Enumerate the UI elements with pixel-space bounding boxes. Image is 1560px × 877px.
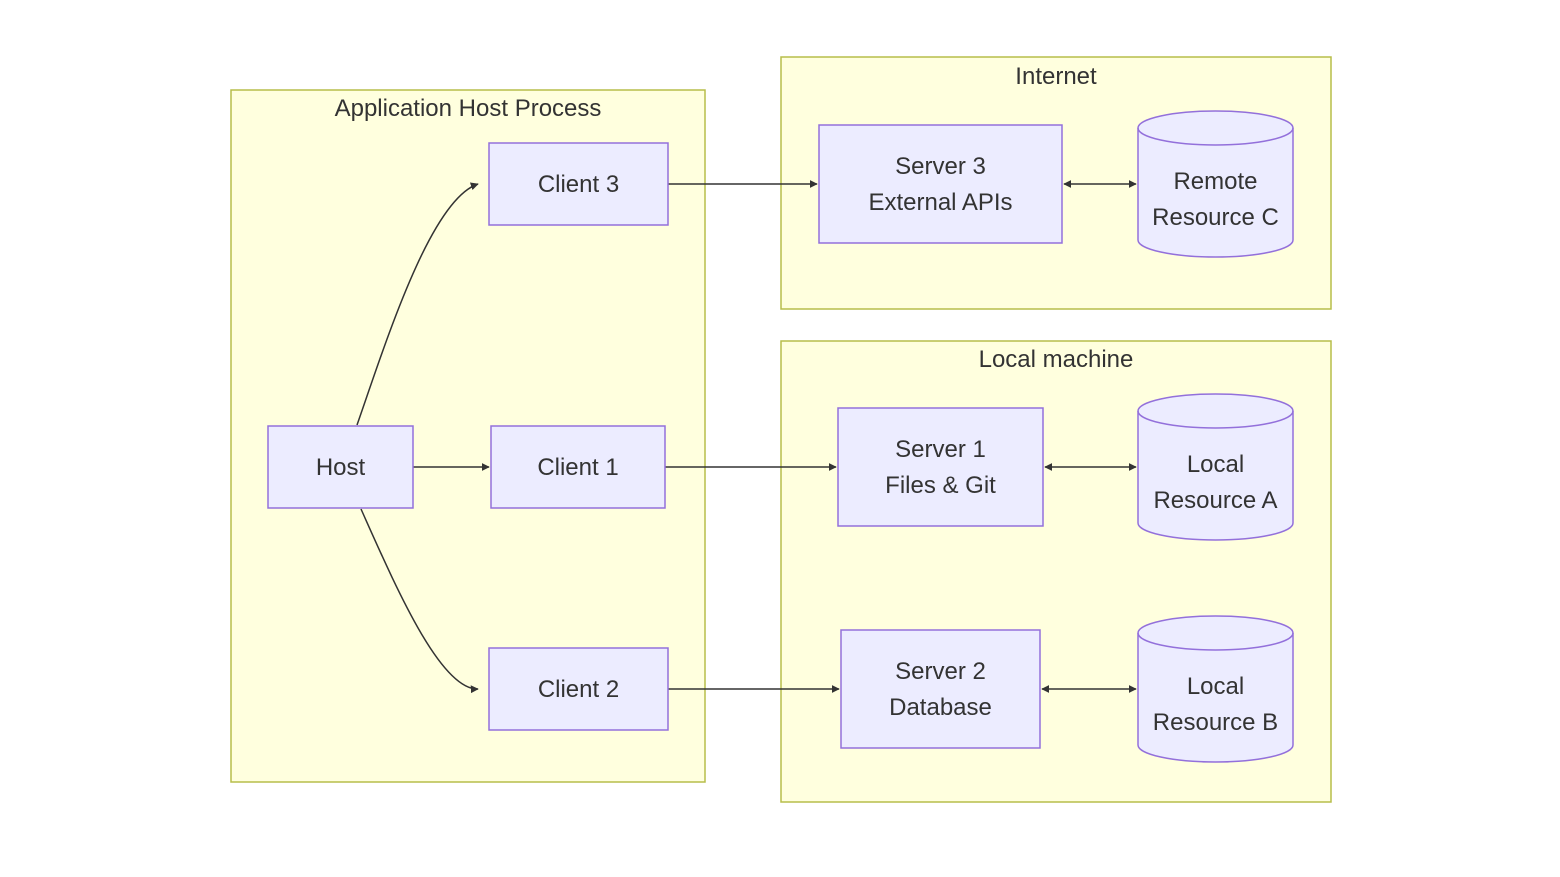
edges <box>356 180 1137 694</box>
node-local-resource-b: Local Resource B <box>1137 615 1294 763</box>
database-icon-rim <box>1137 127 1294 146</box>
node-client-2: Client 2 <box>488 647 669 731</box>
node-client-2-label: Client 2 <box>538 676 619 703</box>
node-local-resource-b-line-2: Resource B <box>1153 709 1278 736</box>
node-server-3: Server 3 External APIs <box>818 124 1063 244</box>
node-client-3-label: Client 3 <box>538 171 619 198</box>
database-icon <box>1137 110 1294 258</box>
node-local-resource-a-line-1: Local <box>1187 451 1244 478</box>
node-client-1-label: Client 1 <box>537 454 618 481</box>
node-server-2-line-1: Server 2 <box>895 658 986 685</box>
database-icon <box>1137 393 1294 541</box>
node-server-1-line-2: Files & Git <box>885 472 996 499</box>
node-remote-resource-c-line-1: Remote <box>1173 168 1257 195</box>
database-icon-rim <box>1137 632 1294 651</box>
node-remote-resource-c: Remote Resource C <box>1137 110 1294 258</box>
cluster-label-local-machine: Local machine <box>979 346 1134 373</box>
edge-host-client3 <box>356 182 479 426</box>
node-server-1: Server 1 Files & Git <box>837 407 1044 527</box>
database-icon <box>1137 615 1294 763</box>
node-local-resource-a: Local Resource A <box>1137 393 1294 541</box>
node-host-label: Host <box>316 454 366 481</box>
node-client-1: Client 1 <box>490 425 666 509</box>
node-server-1-line-1: Server 1 <box>895 436 986 463</box>
node-local-resource-a-line-2: Resource A <box>1153 487 1277 514</box>
cluster-label-application-host-process: Application Host Process <box>335 95 602 122</box>
node-server-2-line-2: Database <box>889 694 992 721</box>
node-local-resource-b-line-1: Local <box>1187 673 1244 700</box>
database-icon-rim <box>1137 410 1294 429</box>
node-remote-resource-c-line-2: Resource C <box>1152 204 1279 231</box>
node-server-2: Server 2 Database <box>840 629 1041 749</box>
node-host: Host <box>267 425 414 509</box>
node-client-3: Client 3 <box>488 142 669 226</box>
node-server-3-line-2: External APIs <box>868 189 1012 216</box>
cluster-label-internet: Internet <box>1015 63 1097 90</box>
node-server-3-line-1: Server 3 <box>895 153 986 180</box>
edge-host-client2 <box>360 508 479 694</box>
